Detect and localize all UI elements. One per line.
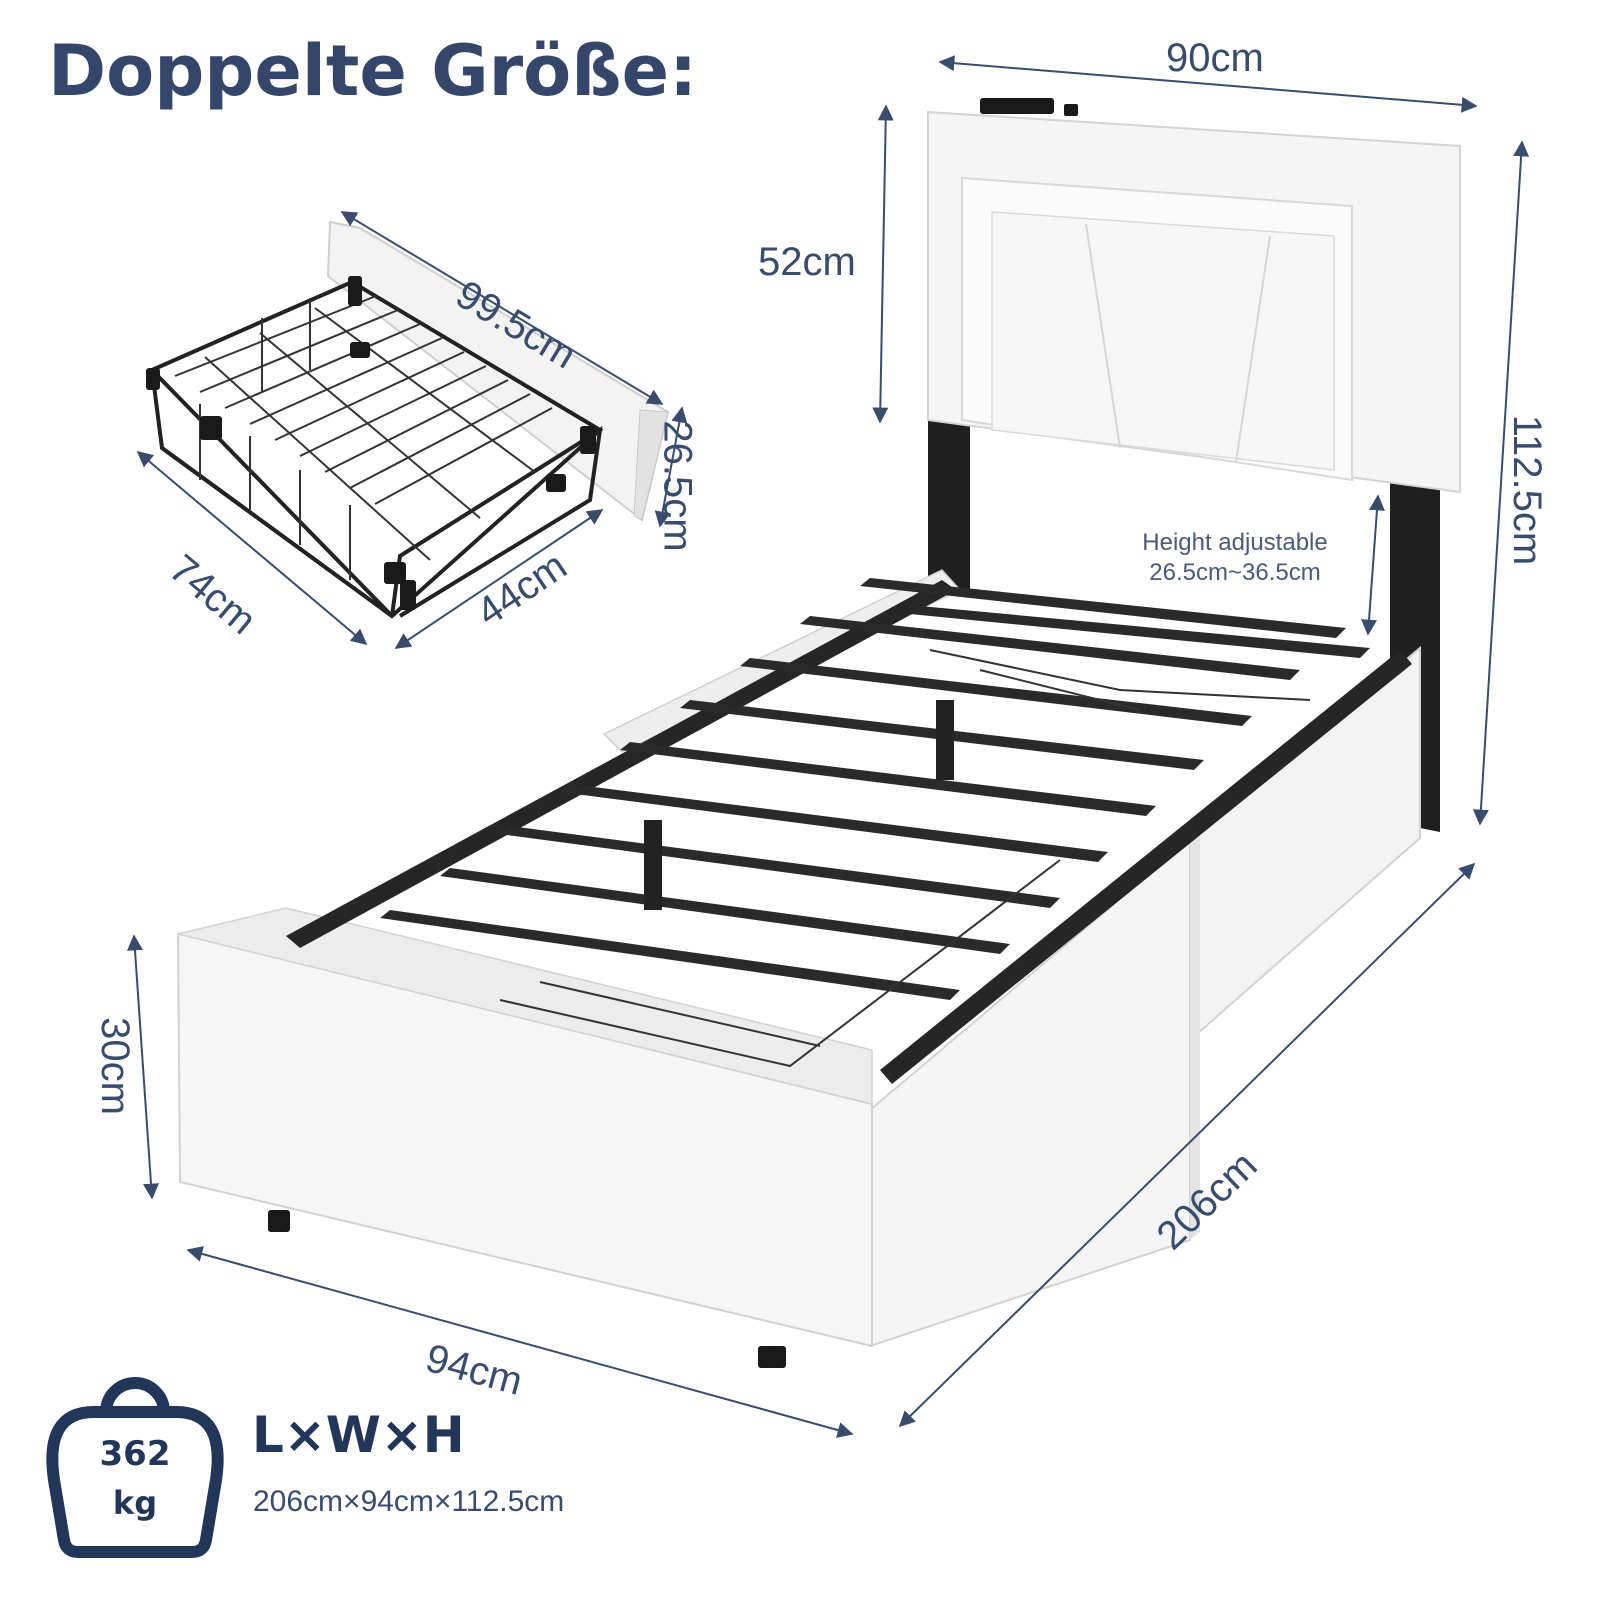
weight-value: 362 xyxy=(99,1434,171,1474)
note-line-1: Height adjustable xyxy=(1142,529,1328,556)
drawer-dimension-lines xyxy=(136,211,688,649)
dim-total-height: 112.5cm xyxy=(1505,414,1550,566)
height-adjustable-note: Height adjustable 26.5cm~36.5cm xyxy=(1095,528,1375,588)
lwh-label: L×W×H xyxy=(252,1406,465,1464)
dim-frame-height: 30cm xyxy=(92,1017,137,1115)
note-line-2: 26.5cm~36.5cm xyxy=(1149,559,1321,586)
bed-foot xyxy=(268,1210,290,1232)
side-rail-right-front xyxy=(869,837,1191,1348)
lwh-value: 206cm×94cm×112.5cm xyxy=(253,1485,565,1518)
page-title: Doppelte Größe: xyxy=(48,30,698,112)
weight-icon xyxy=(46,1377,224,1558)
bed-dimension-lines xyxy=(127,55,1530,1438)
headboard-post-left xyxy=(928,412,970,592)
dim-headboard-width: 90cm xyxy=(1166,36,1264,80)
dim-drawer-height: 26.5cm xyxy=(655,420,700,552)
weight-unit: kg xyxy=(112,1484,158,1522)
bed-foot xyxy=(758,1346,786,1368)
usb-port-panel xyxy=(980,98,1054,114)
dim-headboard-height: 52cm xyxy=(758,240,856,284)
side-rail-right-back xyxy=(1189,645,1421,1043)
drawer-illustration xyxy=(146,220,670,619)
